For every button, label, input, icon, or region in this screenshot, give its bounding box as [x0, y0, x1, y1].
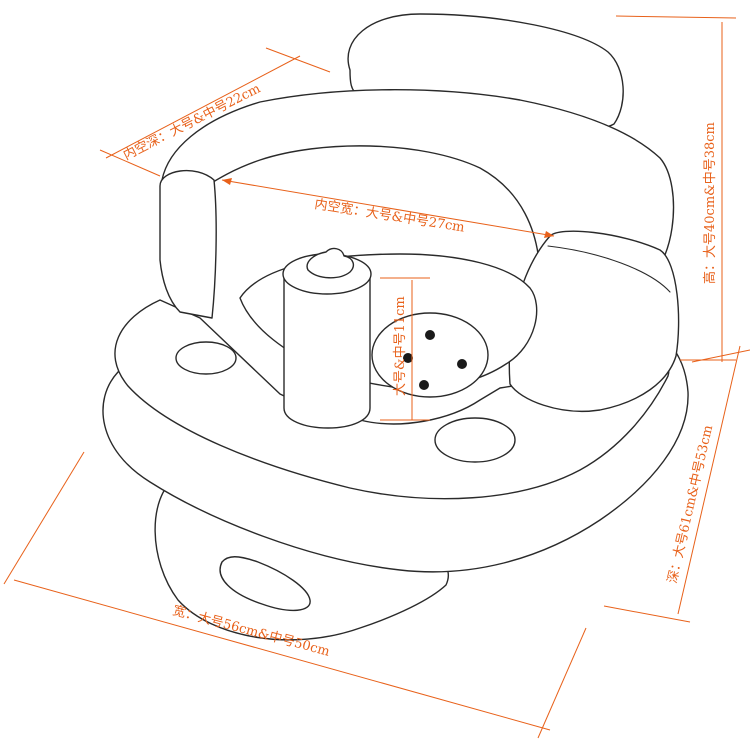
seat-tray [114, 299, 670, 500]
right-cup-holder [434, 417, 516, 463]
inner-width-label: 内空宽：大号&中号27cm [313, 196, 465, 236]
right-armrest-crease [547, 245, 671, 293]
drain-hole [457, 359, 467, 369]
depth-tick [603, 605, 691, 623]
depth-tick [691, 349, 750, 363]
crotch-post [283, 275, 371, 429]
width-line [13, 579, 551, 731]
inner-width-line [221, 179, 555, 237]
inner-depth-tick [99, 149, 161, 177]
inner-width-arrow [222, 178, 232, 185]
dimension-lines [3, 15, 750, 739]
drain-hole [419, 380, 429, 390]
inner-width-arrow [544, 231, 554, 238]
base-handle-hole [219, 556, 311, 611]
seat-drawing [102, 13, 689, 641]
drain-hole [403, 353, 413, 363]
drain-hole [425, 330, 435, 340]
left-armrest [159, 169, 217, 319]
height-tick [615, 15, 737, 19]
inner-depth-line [105, 55, 301, 159]
center-height-label: 大号&中号11cm [393, 296, 408, 396]
width-tick [3, 451, 85, 585]
height-label: 高：大号40cm&中号38cm [702, 122, 718, 284]
left-cup-holder [175, 341, 237, 375]
valve-cap [306, 247, 355, 279]
inner-depth-tick [265, 47, 331, 73]
width-tick [537, 627, 587, 739]
seat-plate [371, 312, 489, 398]
depth-line [677, 345, 741, 615]
